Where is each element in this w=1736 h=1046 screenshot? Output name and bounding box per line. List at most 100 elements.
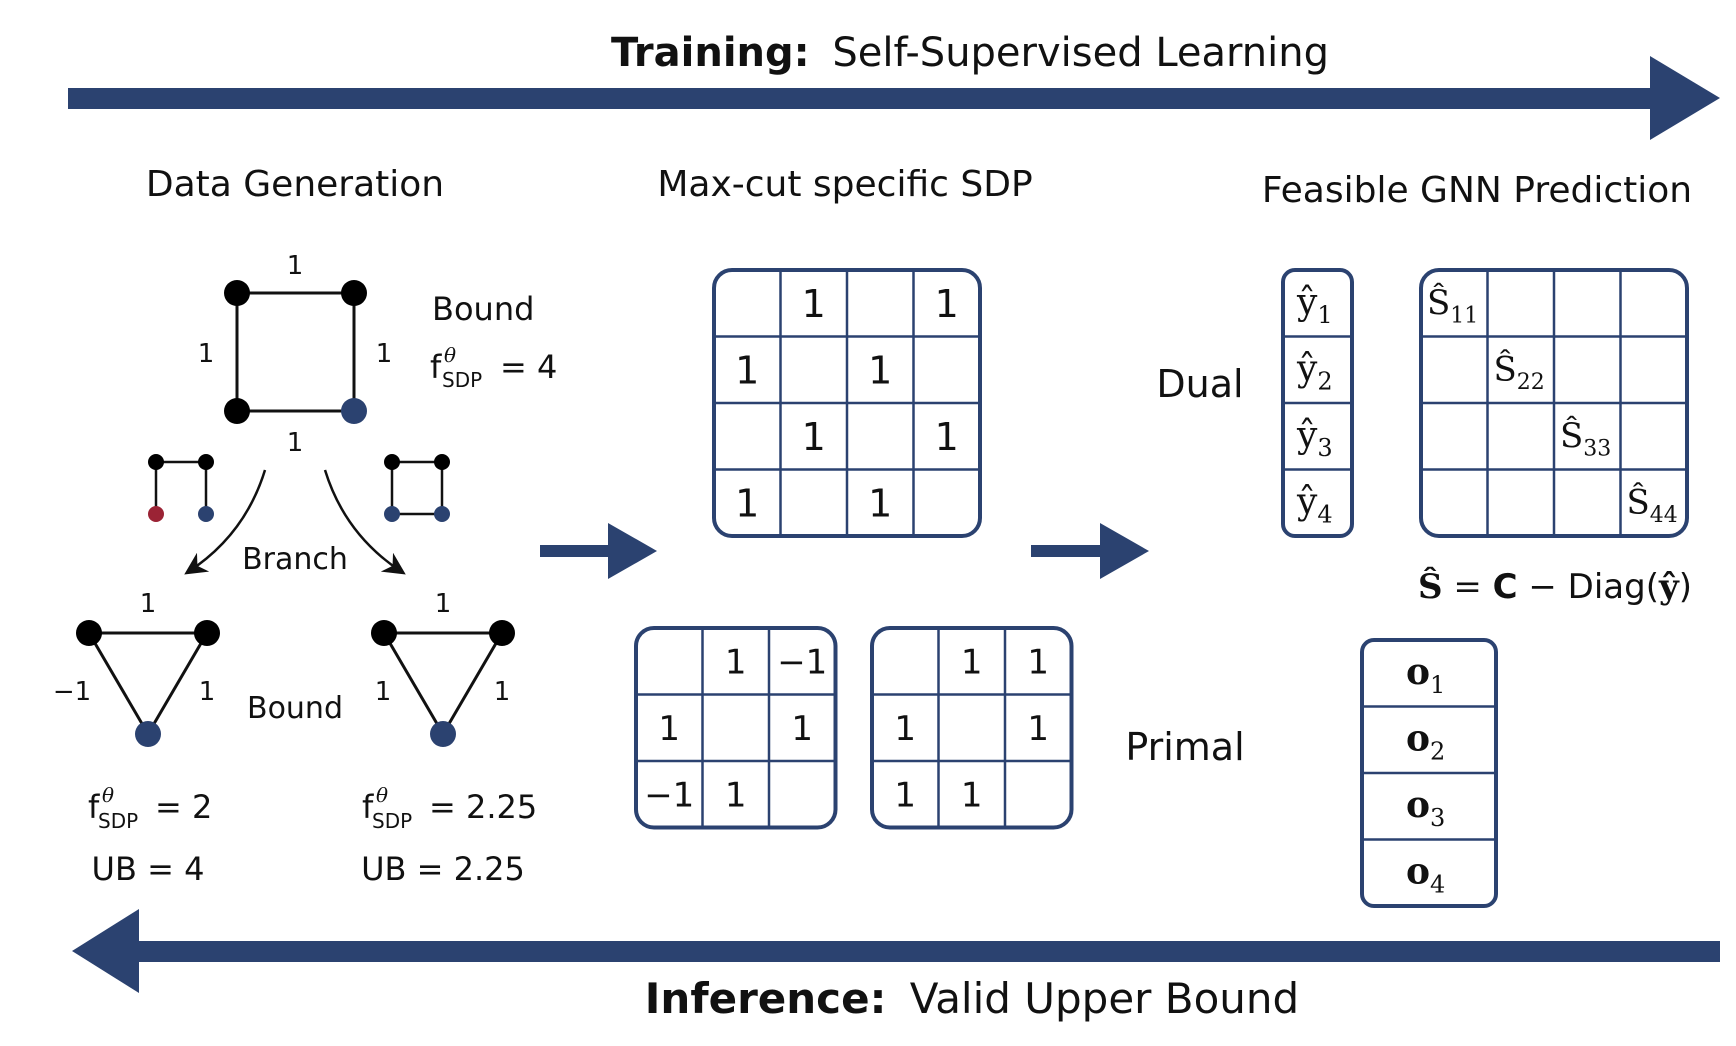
middle-bound-label: Bound: [247, 691, 343, 726]
formula-close: ): [1679, 567, 1692, 607]
training-arrow: [68, 56, 1720, 140]
section-title-data-generation: Data Generation: [146, 164, 444, 205]
left-child-ub: UB = 4: [92, 850, 205, 888]
matrix-cell: 1: [961, 642, 983, 682]
matrix-cell: 1: [1027, 709, 1049, 749]
formula-rest: − Diag(: [1518, 567, 1659, 607]
left-f-sup: θ: [102, 783, 114, 807]
branch-arrow-left: [184, 469, 267, 575]
dual-s-entry-main: Ŝ: [1494, 349, 1517, 390]
training-title: Training: Self-Supervised Learning: [611, 30, 1329, 76]
matrix-cell: 1: [735, 348, 759, 392]
graph-node: [224, 280, 250, 306]
right-child-ub: UB = 2.25: [361, 850, 525, 888]
left-child-edge-top: 1: [140, 589, 157, 619]
dual-y-entry: ŷ3: [1296, 415, 1333, 462]
matrix-cell: 1: [1027, 642, 1049, 682]
left-child-edge-left: −1: [53, 677, 91, 707]
dual-formula: Ŝ = C − Diag(ŷ): [1418, 566, 1692, 607]
primal-o-entry-main: o: [1406, 651, 1430, 693]
right-child-edge-right: 1: [494, 677, 511, 707]
dual-s-entry-main: Ŝ: [1627, 482, 1650, 523]
dual-y-entry-sub: 3: [1317, 434, 1332, 462]
left-f-value: = 2: [155, 788, 212, 826]
dual-y-entry-sub: 2: [1317, 368, 1332, 396]
formula-eq: =: [1443, 567, 1493, 607]
right-f-value: = 2.25: [429, 788, 537, 826]
flow-arrow-1: [540, 523, 657, 579]
root-f-sub: SDP: [442, 368, 482, 392]
matrix-cell: 1: [802, 282, 826, 326]
inference-title-bold: Inference:: [645, 974, 887, 1023]
inference-arrow: [72, 909, 1720, 993]
left-child-edge-right: 1: [199, 677, 216, 707]
right-child-edge-top: 1: [435, 589, 452, 619]
root-edge-top-weight: 1: [287, 251, 304, 281]
flow-arrow-2: [1031, 523, 1149, 579]
matrix-cell: −1: [644, 775, 694, 815]
dual-s-entry-sub: 33: [1583, 437, 1611, 462]
root-edge-left-weight: 1: [198, 339, 215, 369]
formula-y: ŷ: [1658, 567, 1680, 607]
primal-o-entry-main: o: [1406, 718, 1430, 760]
matrix-cell: 1: [725, 775, 747, 815]
root-graph: [224, 280, 367, 424]
right-f-sub: SDP: [372, 809, 412, 833]
matrix-cell: 1: [935, 415, 959, 459]
root-bound-label: Bound: [432, 290, 534, 328]
matrix-cell: 1: [791, 709, 813, 749]
dual-y-entry-main: ŷ: [1296, 282, 1318, 323]
primal-o-entry: o2: [1406, 718, 1445, 766]
primal-o-entry: o4: [1406, 851, 1445, 899]
matrix-cell: 1: [935, 282, 959, 326]
formula-c: C: [1493, 567, 1518, 607]
dual-s-entry-sub: 11: [1450, 304, 1478, 329]
dual-y-entry-sub: 1: [1317, 301, 1332, 329]
root-edge-bottom-weight: 1: [287, 428, 304, 458]
right-child-graph: [371, 620, 515, 747]
root-f-value: = 4: [500, 348, 557, 386]
matrix-cell: 1: [658, 709, 680, 749]
dual-y-entry-main: ŷ: [1296, 482, 1318, 523]
formula-s: Ŝ: [1418, 566, 1443, 607]
dual-y-entry-main: ŷ: [1296, 415, 1318, 456]
left-child-graph: [76, 620, 220, 747]
dual-s-entry: Ŝ44: [1627, 482, 1678, 529]
matrix-cell: 1: [961, 775, 983, 815]
dual-y-entry: ŷ2: [1296, 349, 1333, 396]
training-title-rest: Self-Supervised Learning: [832, 30, 1329, 76]
primal-o-entry: o3: [1406, 784, 1445, 832]
dual-label: Dual: [1156, 362, 1243, 406]
matrix-cell: 1: [868, 348, 892, 392]
mini-graph-right: [384, 454, 450, 522]
primal-o-entry-main: o: [1406, 784, 1430, 826]
root-f-main: f: [430, 348, 442, 386]
inference-title-rest: Valid Upper Bound: [910, 974, 1299, 1023]
dual-s-entry-main: Ŝ: [1427, 282, 1450, 323]
mini-graph-left: [148, 454, 214, 522]
dual-s-entry-sub: 22: [1517, 370, 1545, 395]
primal-o-entry-sub: 3: [1430, 804, 1445, 832]
matrix-cell: 1: [802, 415, 826, 459]
section-title-sdp: Max-cut specific SDP: [657, 164, 1032, 205]
matrix-cell: −1: [777, 642, 827, 682]
dual-y-entry-sub: 4: [1317, 501, 1332, 529]
primal-o-entry: o1: [1406, 651, 1445, 699]
dual-s-entry: Ŝ33: [1560, 415, 1611, 462]
primal-o-entry-sub: 4: [1430, 871, 1445, 899]
graph-node-blue: [341, 398, 367, 424]
graph-node: [341, 280, 367, 306]
dual-y-entry-main: ŷ: [1296, 349, 1318, 390]
root-f-sup: θ: [444, 343, 456, 367]
right-f-sup: θ: [376, 783, 388, 807]
matrix-cell: 1: [735, 481, 759, 525]
right-f-main: f: [362, 788, 374, 826]
primal-label: Primal: [1125, 725, 1244, 769]
branch-label: Branch: [242, 542, 348, 577]
